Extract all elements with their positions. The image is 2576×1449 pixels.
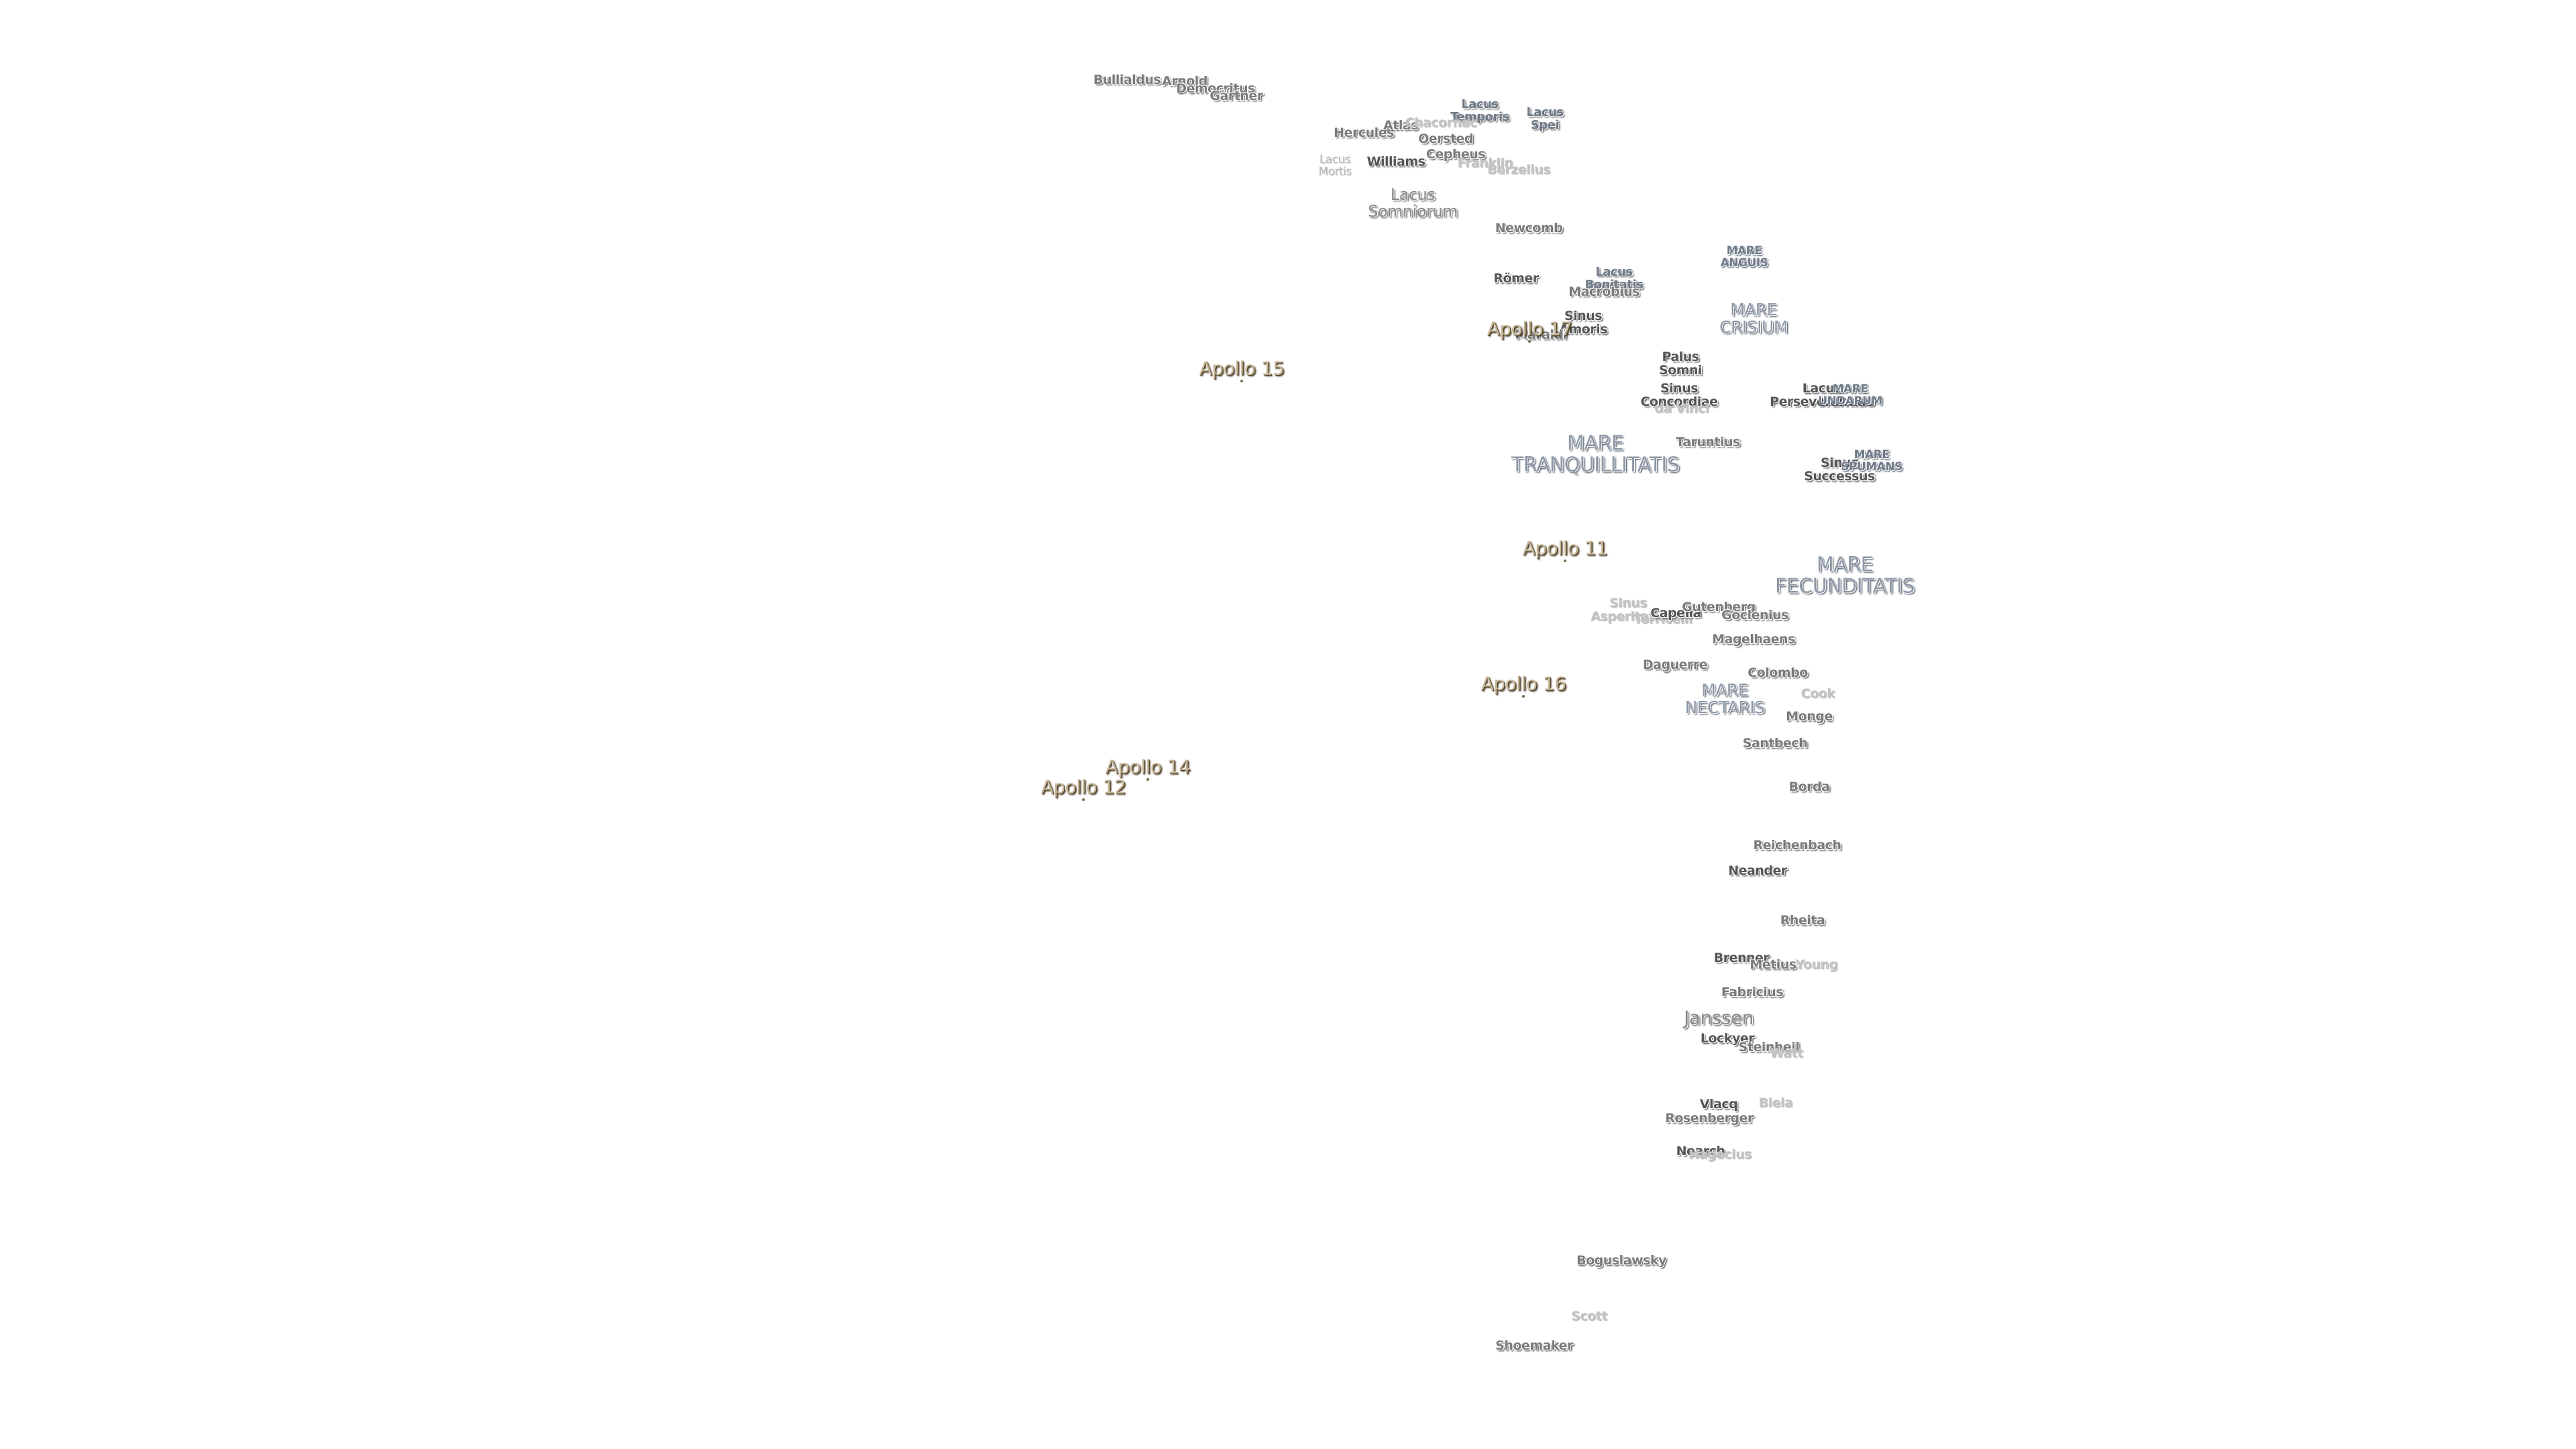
label-chacornac: Chacornac [1405,115,1477,131]
label-mare-tranquillitatis: MARE TRANQUILLITATIS [1511,431,1680,476]
label-berzelius: Berzelius [1487,162,1551,178]
label-watt: Watt [1770,1046,1803,1061]
label-brenner: Brenner [1713,951,1770,966]
label-borda: Borda [1788,780,1830,795]
label-apollo-15[interactable]: Apollo 15 [1199,357,1285,380]
apollo-11-marker [1564,559,1566,562]
label-biela: Biela [1758,1095,1793,1111]
label-mare-spumans: MARE SPUMANS [1841,448,1902,474]
label-hercules: Hercules [1334,125,1394,141]
label-lockyer: Lockyer [1700,1031,1755,1046]
label-mare-fecunditatis: MARE FECUNDITATIS [1775,553,1915,598]
label-lacus-spei: Lacus Spei [1526,105,1564,132]
label-bullialdus: Bullialdus [1093,72,1161,88]
label-apollo-14[interactable]: Apollo 14 [1105,755,1191,778]
label-sinus-asperitatis: Sinus Asperitatis [1591,596,1666,624]
label-boguslawsky: Boguslawsky [1576,1253,1666,1269]
label-shoemaker: Shoemaker [1495,1338,1573,1354]
label-sinus-successus: Sinus Successus [1804,455,1875,484]
label-daguerre: Daguerre [1642,657,1708,673]
label-apollo-12[interactable]: Apollo 12 [1040,775,1126,798]
label-hagecius: Hagecius [1688,1147,1752,1163]
label-young: Young [1795,957,1838,973]
label-magelhaens: Magelhaens [1712,632,1795,647]
label-reichenbach: Reichenbach [1753,838,1841,853]
label-taruntius: Taruntius [1676,435,1740,450]
label-gutenberg: Gutenberg [1682,600,1756,615]
label-cook: Cook [1801,686,1835,702]
label-mare-undarum: MARE UNDARUM [1818,382,1882,408]
apollo-14-marker [1146,778,1149,781]
label-democritus: Democritus [1176,81,1255,97]
label-gartner: Gärtner [1210,89,1263,104]
label-apollo-16[interactable]: Apollo 16 [1481,672,1566,695]
label-cepheus: Cepheus [1426,147,1486,162]
label-palus-somni: Palus Somni [1658,350,1703,378]
label-franklin: Franklin [1457,156,1513,171]
label-nearch: Nearch [1676,1144,1725,1159]
label-lacus-somniorum: Lacus Somniorum [1368,184,1458,221]
apollo-17-marker [1528,340,1531,343]
apollo-15-marker [1240,380,1243,382]
label-santbech: Santbech [1742,736,1808,751]
label-macrobius: Macrobius [1568,284,1640,300]
label-monge: Monge [1786,709,1833,724]
label-fabricius: Fabricius [1721,985,1784,1000]
label-apollo-17[interactable]: Apollo 17 [1487,317,1572,340]
label-newcomb: Newcomb [1495,221,1563,236]
label-colombo: Colombo [1748,665,1808,681]
label-goclenius: Goclenius [1721,608,1788,623]
label-sinus-amoris: Sinus Amoris [1559,309,1607,337]
label-rosenberger: Rosenberger [1665,1111,1754,1126]
label-mare-nectaris: MARE NECTARIS [1684,680,1766,717]
label-lacus-temporis: Lacus Temporis [1450,97,1509,124]
label-arnold: Arnold [1162,74,1208,89]
label-oersted: Oersted [1418,131,1473,147]
apollo-12-marker [1082,798,1085,801]
label-lacus-mortis: Lacus Mortis [1318,153,1352,178]
label-lacus-bonitatis: Lacus Bonitatis [1585,265,1644,292]
label-mare-anguis: MARE ANGUIS [1720,244,1768,270]
label-atlas: Atlas [1383,118,1418,133]
label-rheita: Rheita [1780,913,1825,928]
label-romer: Römer [1493,271,1539,286]
label-lacus-perseverantiae: Lacus Perseverantiae [1770,381,1874,409]
label-da-vinci: da Vinci [1654,401,1709,417]
label-neander: Neander [1728,863,1787,879]
label-capella: Capella [1650,606,1701,621]
label-williams: Williams [1366,154,1426,170]
label-janssen: Janssen [1684,1006,1754,1029]
label-sinus-concordiae: Sinus Concordiae [1640,381,1718,409]
label-scott: Scott [1571,1309,1607,1324]
label-apollo-11[interactable]: Apollo 11 [1522,537,1608,559]
label-metius: Metius [1750,957,1796,973]
label-maraldi: Maraldi [1515,327,1567,343]
label-steinheil: Steinheil [1738,1040,1800,1055]
label-mare-crisium: MARE CRISIUM [1719,299,1788,337]
label-torricelli: Torricelli [1633,612,1693,627]
apollo-16-marker [1522,695,1525,698]
label-vlacq: Vlacq [1699,1097,1738,1112]
